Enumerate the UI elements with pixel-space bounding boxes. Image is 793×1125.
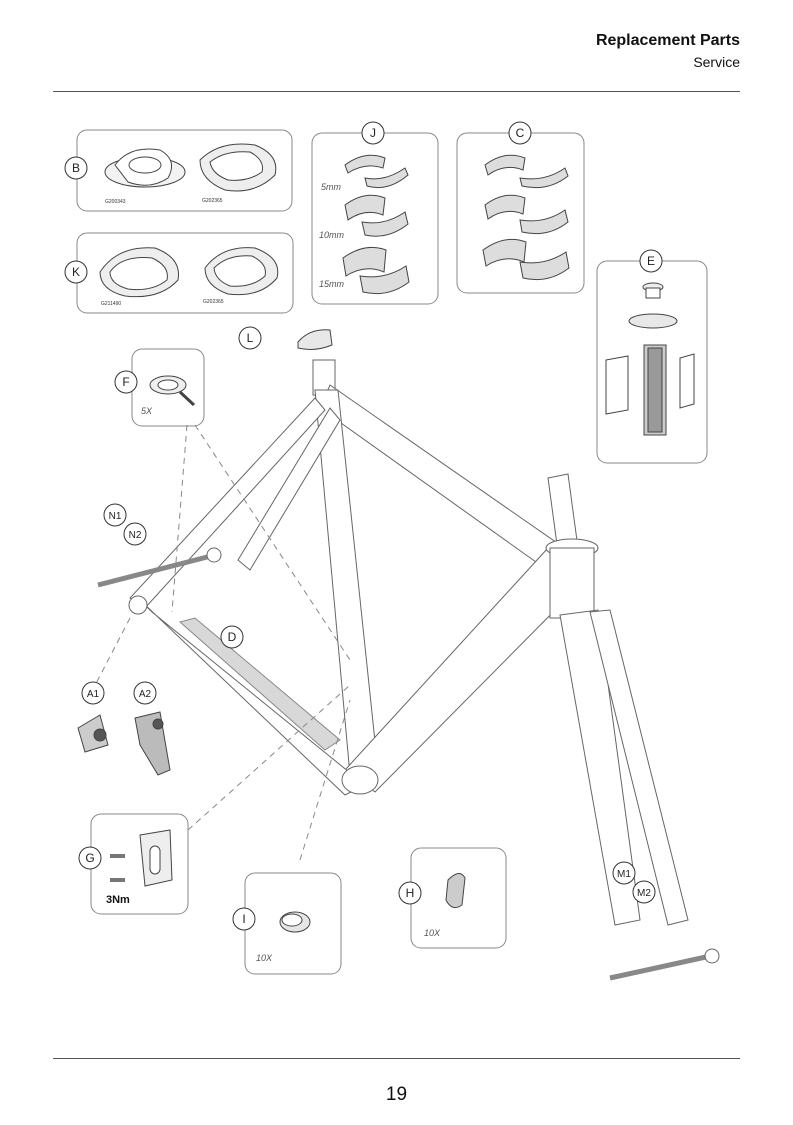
panel-b — [76, 129, 293, 212]
steerer-tube-insert-icon — [605, 344, 695, 436]
callout-label-f: F — [122, 375, 129, 389]
headset-cover-icon — [104, 148, 186, 188]
callout-m1 — [612, 861, 636, 885]
callout-h — [398, 881, 422, 905]
rubber-grommet-icon — [445, 873, 466, 909]
compression-plug-icon — [642, 282, 664, 299]
spacer-size-label: 15mm — [319, 279, 345, 289]
split-spacer-icon — [482, 238, 570, 281]
callout-label-a1: A1 — [87, 689, 100, 700]
headset-spacer-icon — [199, 143, 277, 192]
spacer-size-label: 5mm — [321, 182, 342, 192]
bike-frame — [97, 359, 720, 981]
part-l-wedge-icon — [297, 329, 333, 350]
callout-label-a2: A2 — [139, 689, 152, 700]
leader-lines — [89, 424, 351, 861]
panel-f — [131, 348, 205, 427]
page-title: Replacement Parts — [595, 32, 740, 49]
callout-label-e: E — [647, 254, 655, 268]
callout-j — [361, 121, 385, 145]
part-code: G202365 — [203, 299, 224, 305]
callout-label-b: B — [72, 161, 80, 175]
callout-label-k: K — [72, 265, 80, 279]
panel-i — [244, 872, 342, 975]
callout-label-l: L — [247, 331, 254, 345]
frame-plug-icon — [279, 911, 311, 933]
headset-spacer-icon — [204, 247, 279, 296]
page-subtitle: Service — [693, 54, 740, 70]
callout-label-j: J — [370, 126, 376, 140]
callout-g — [78, 846, 102, 870]
callout-e — [639, 249, 663, 273]
callout-f — [114, 370, 138, 394]
footer-divider — [53, 1058, 740, 1059]
callout-k — [64, 260, 88, 284]
panel-e — [596, 260, 708, 464]
callout-l — [238, 326, 262, 350]
split-spacer-icon — [484, 194, 569, 235]
page-number: 19 — [385, 1084, 408, 1105]
callout-a1 — [81, 681, 105, 705]
part-a2-derailleur-hanger-icon — [134, 711, 171, 776]
callout-label-m2: M2 — [637, 888, 651, 899]
cable-guide-icon — [149, 375, 196, 407]
split-spacer-5mm-icon — [344, 154, 409, 189]
callout-label-d: D — [228, 630, 237, 644]
part-code: G202365 — [202, 198, 223, 204]
callout-c — [508, 121, 532, 145]
callout-a2 — [133, 681, 157, 705]
split-spacer-15mm-icon — [342, 246, 410, 295]
part-a1-derailleur-hanger-icon — [77, 714, 109, 753]
callout-label-m1: M1 — [617, 869, 631, 880]
callout-label-n1: N1 — [109, 511, 122, 522]
callout-label-c: C — [516, 126, 525, 140]
part-code: G211490 — [101, 301, 121, 307]
torque-label: 3Nm — [106, 894, 130, 906]
panel-k — [76, 232, 294, 314]
spacer-size-label: 10mm — [319, 230, 345, 240]
callout-label-h: H — [406, 886, 415, 900]
callout-n1 — [103, 503, 127, 527]
split-spacer-icon — [484, 154, 569, 189]
callout-label-g: G — [85, 851, 94, 865]
callout-label-i: I — [242, 912, 245, 926]
quantity-label: 5X — [141, 406, 153, 416]
headset-cover-icon — [99, 247, 180, 298]
callout-d — [220, 625, 244, 649]
panel-c — [456, 132, 585, 294]
callout-b — [64, 156, 88, 180]
header-divider — [53, 91, 740, 92]
quantity-label: 10X — [256, 953, 273, 963]
cable-port-cover-icon — [139, 829, 173, 887]
callout-i — [232, 907, 256, 931]
part-code: G200343 — [105, 199, 126, 205]
callout-m2 — [632, 880, 656, 904]
split-spacer-10mm-icon — [344, 194, 409, 237]
bolt-icon — [110, 854, 125, 882]
callout-n2 — [123, 522, 147, 546]
quantity-label: 10X — [424, 928, 441, 938]
panel-j — [311, 132, 439, 305]
callout-label-n2: N2 — [129, 530, 142, 541]
headset-top-cover-icon — [628, 313, 678, 329]
